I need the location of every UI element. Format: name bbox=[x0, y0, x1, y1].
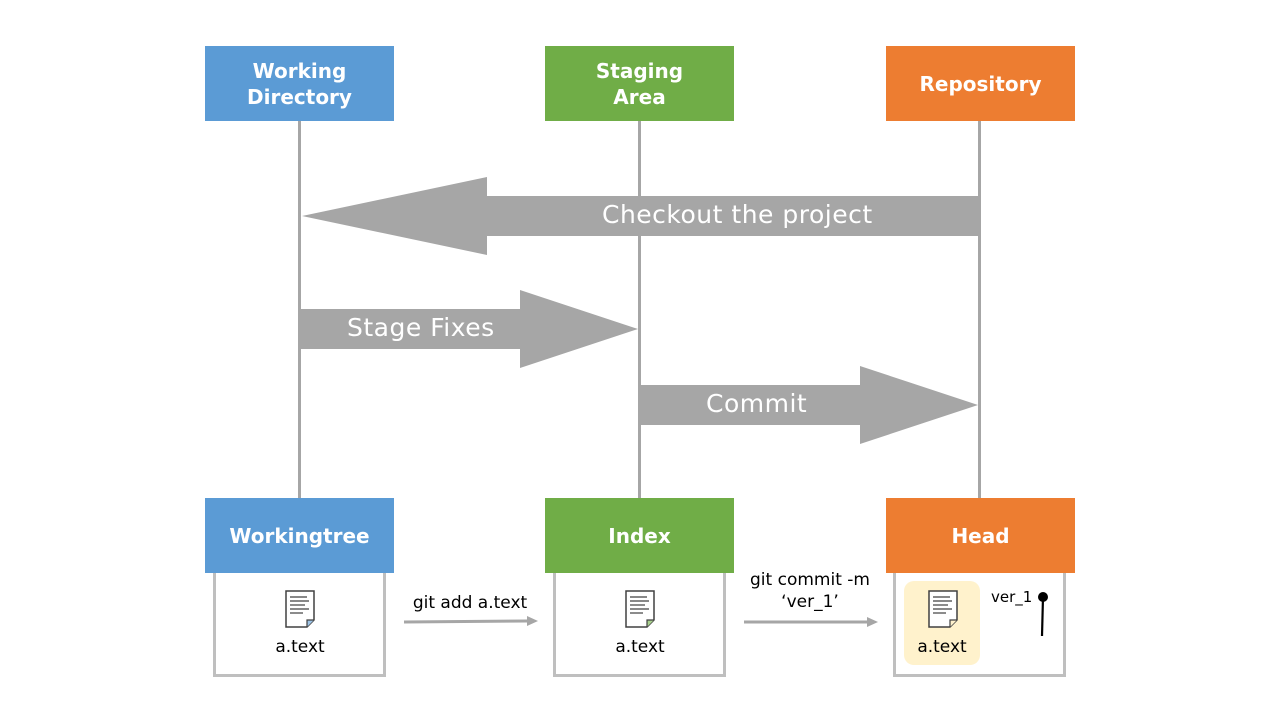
arrow-right-icon bbox=[744, 617, 878, 627]
document-icon bbox=[285, 590, 315, 628]
index-file-label: a.text bbox=[615, 637, 665, 657]
version-label: ver_1 bbox=[991, 588, 1033, 606]
document-icon bbox=[928, 590, 958, 628]
repository-label: Repository bbox=[919, 71, 1042, 96]
stage-arrow-shape bbox=[300, 290, 638, 368]
working-directory-label: Working Directory bbox=[247, 58, 352, 109]
workingtree-file-label: a.text bbox=[275, 637, 325, 657]
staging-area-lifeline bbox=[638, 120, 641, 500]
commit-label: Commit bbox=[706, 389, 808, 418]
index-box: Index bbox=[545, 498, 734, 573]
git-commit-command: git commit -m ‘ver_1’ bbox=[750, 570, 870, 612]
git-add-command: git add a.text bbox=[412, 593, 528, 613]
repository-box: Repository bbox=[886, 46, 1075, 121]
head-file-label: a.text bbox=[917, 637, 967, 657]
commit-pin-icon bbox=[1038, 592, 1048, 637]
arrow-right-icon bbox=[403, 616, 538, 626]
working-directory-lifeline bbox=[298, 120, 301, 500]
checkout-arrow-shape bbox=[302, 177, 980, 255]
index-label: Index bbox=[608, 523, 671, 548]
commit-arrow-shape bbox=[640, 366, 978, 444]
head-label: Head bbox=[951, 523, 1010, 548]
checkout-label: Checkout the project bbox=[602, 200, 873, 229]
document-icon bbox=[625, 590, 655, 628]
working-directory-box: Working Directory bbox=[205, 46, 394, 121]
staging-area-box: Staging Area bbox=[545, 46, 734, 121]
head-box: Head bbox=[886, 498, 1075, 573]
workingtree-box: Workingtree bbox=[205, 498, 394, 573]
workingtree-label: Workingtree bbox=[229, 523, 370, 548]
stage-fixes-label: Stage Fixes bbox=[347, 313, 495, 342]
repository-lifeline bbox=[978, 120, 981, 500]
staging-area-label: Staging Area bbox=[595, 58, 684, 109]
